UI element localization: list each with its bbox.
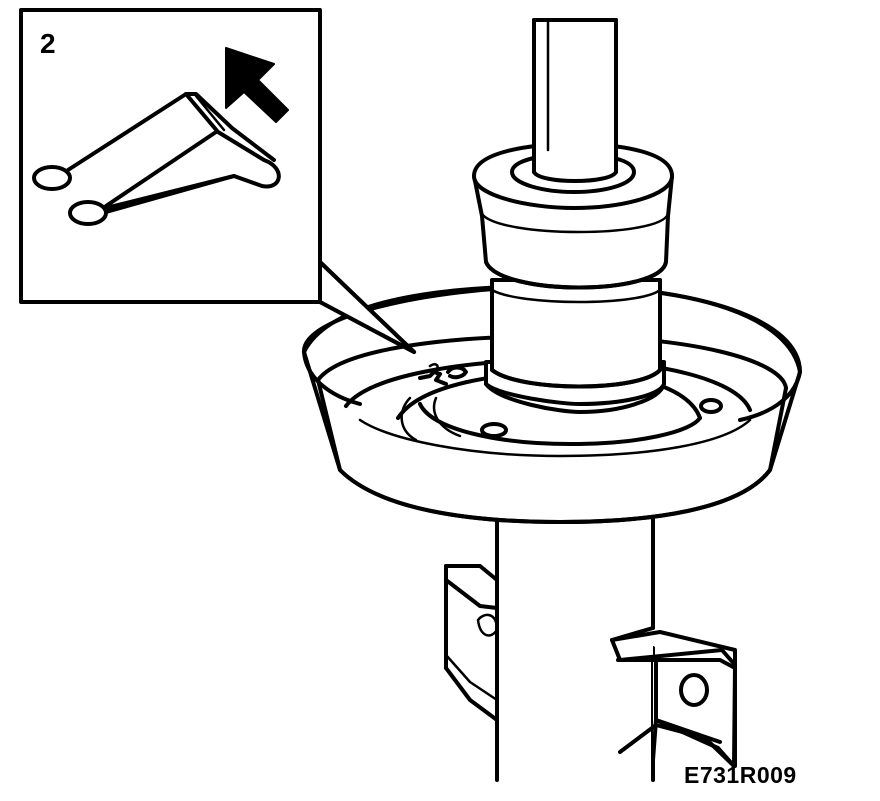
right-mounting-bracket <box>610 626 737 768</box>
left-mounting-bracket <box>444 564 499 722</box>
detail-inset <box>19 8 322 304</box>
spring-clip-detail <box>32 92 281 226</box>
figure-code-label: E731R009 <box>684 762 797 788</box>
pointer-arrow <box>225 47 289 123</box>
piston-rod <box>532 18 618 183</box>
bump-stop <box>472 142 674 414</box>
inset-number-label: 2 <box>40 28 56 59</box>
